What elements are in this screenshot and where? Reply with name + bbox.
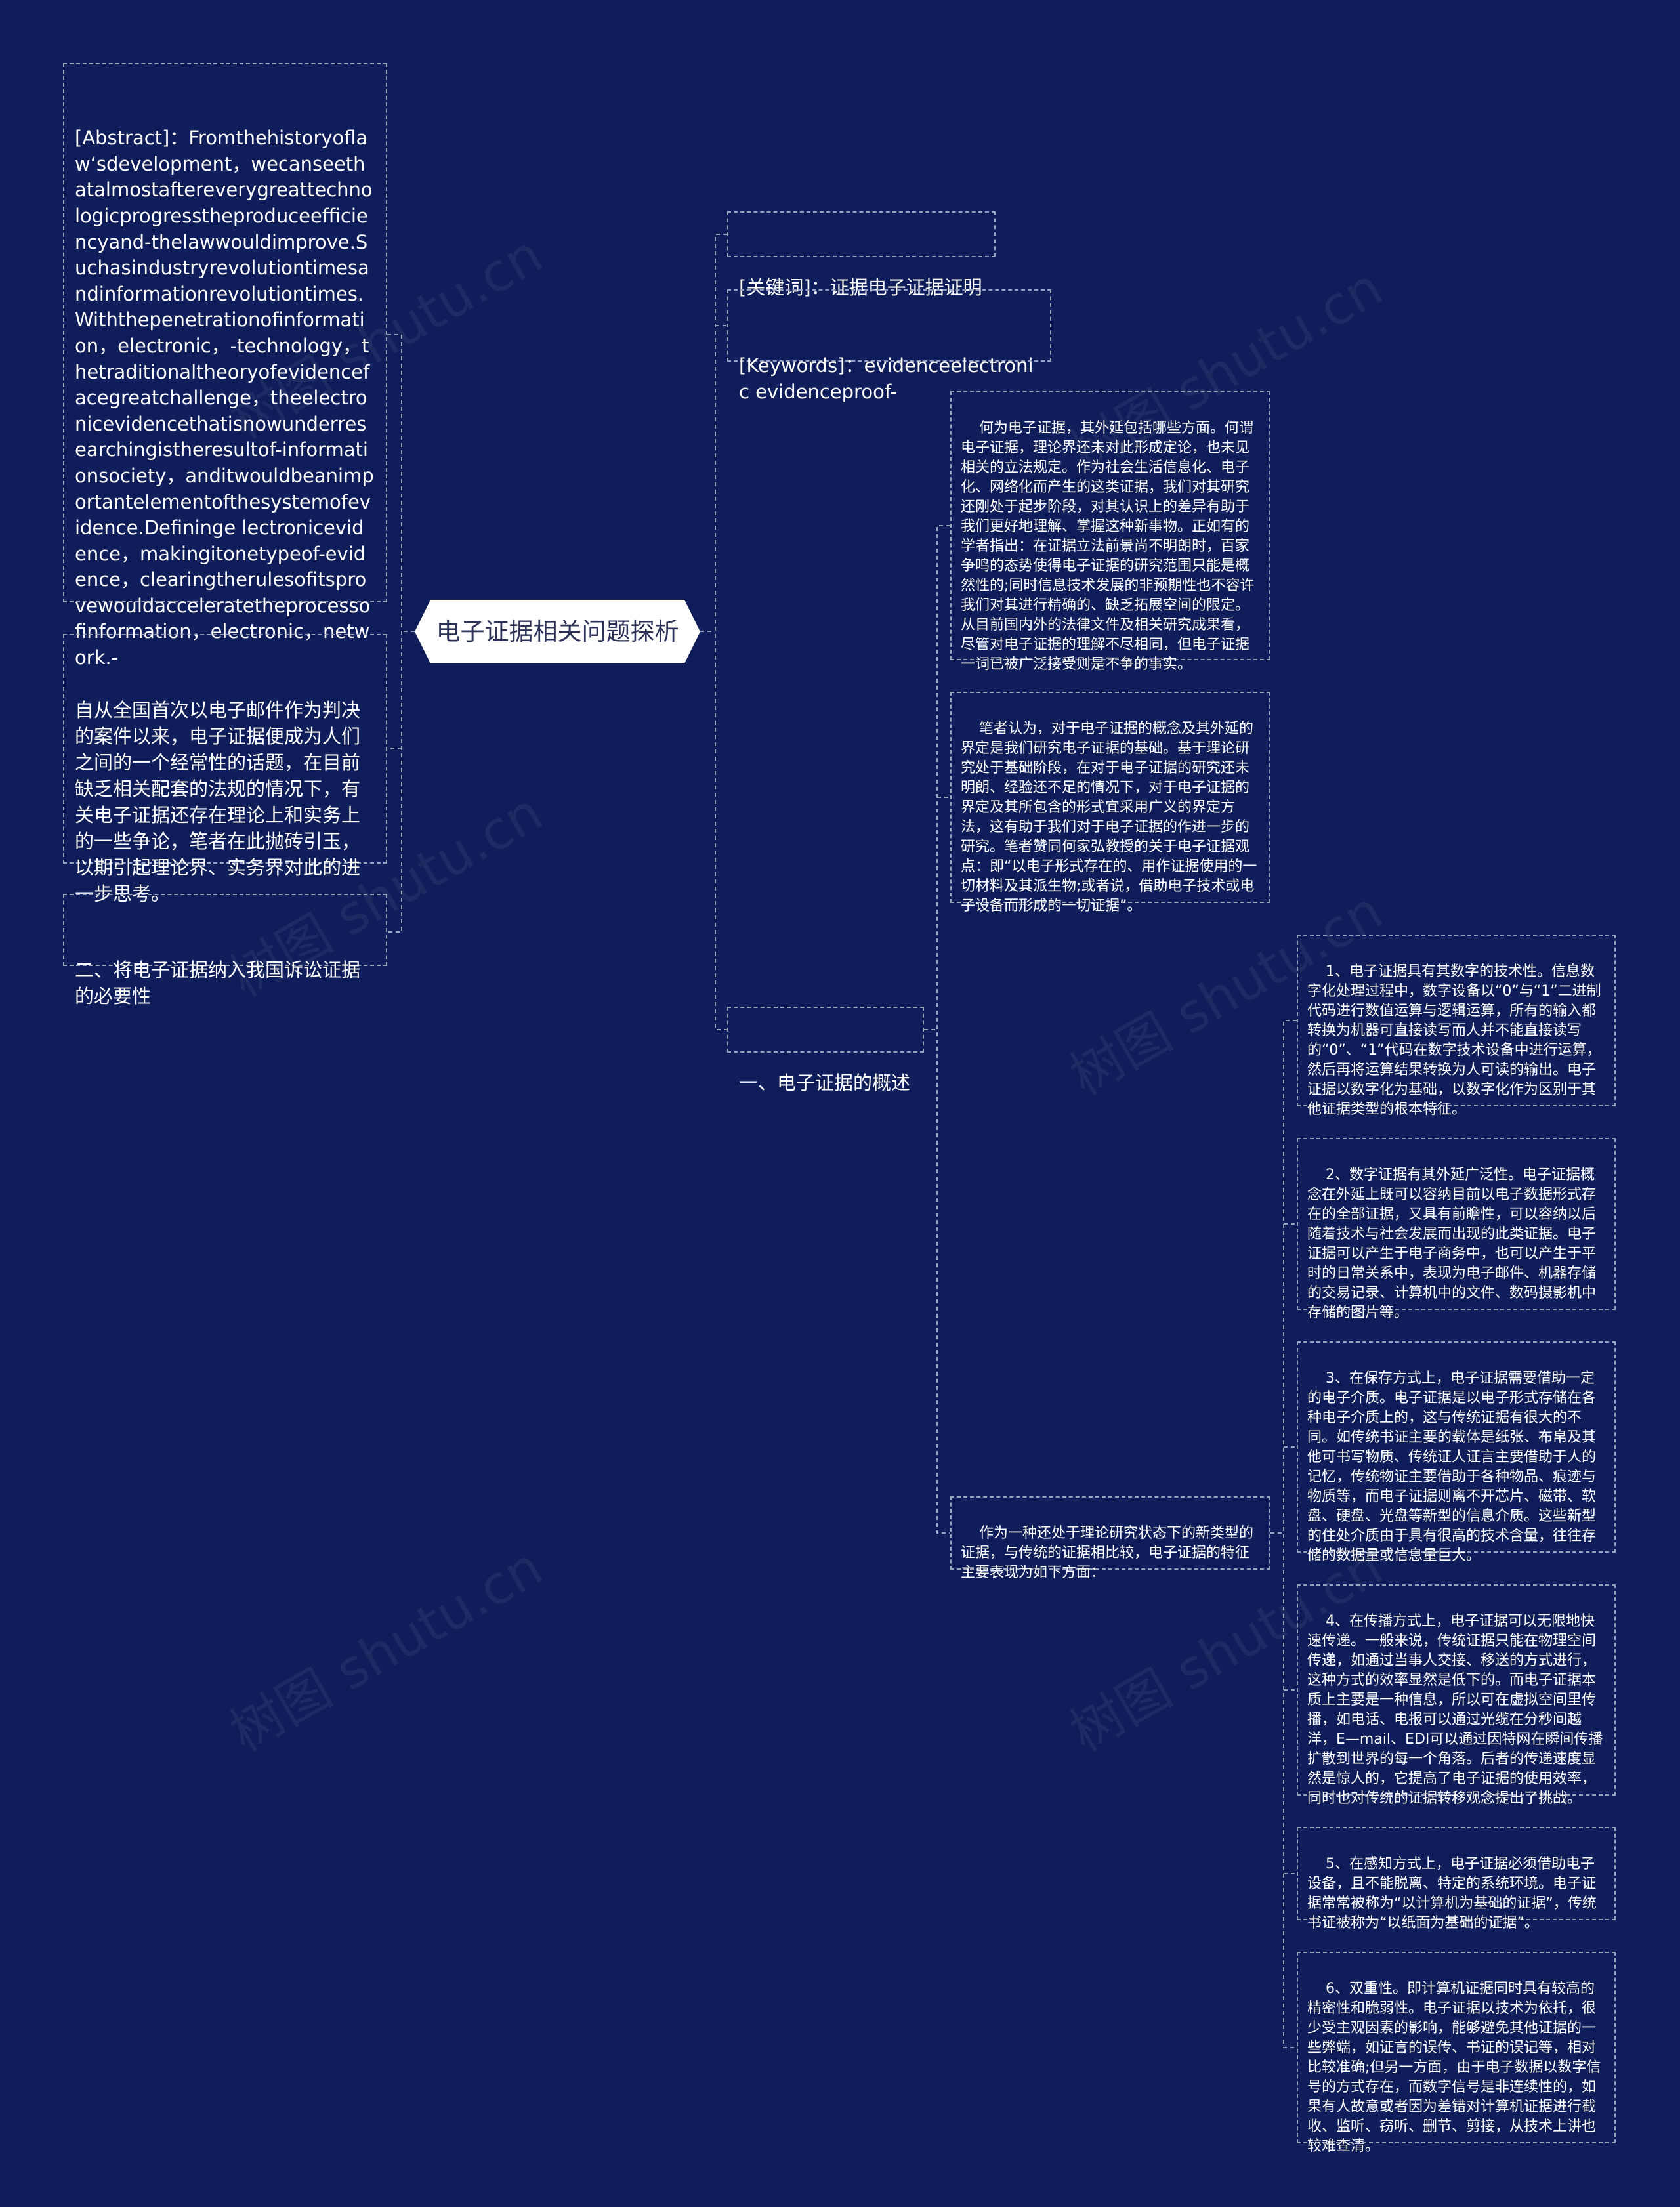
features-node[interactable]: 作为一种还处于理论研究状态下的新类型的证据，与传统的证据相比较，电子证据的特征主… [950,1496,1270,1581]
root-topic[interactable]: 电子证据相关问题探析 [415,600,700,663]
feature-item-4[interactable]: 4、在传播方式上，电子证据可以无限地快速传递。一般来说，传统证据只能在物理空间传… [1297,1584,1616,1807]
connector-features-trunk [1283,1020,1297,2048]
feature-item-1[interactable]: 1、电子证据具有其数字的技术性。信息数字化处理过程中，数字设备以“0”与“1”二… [1297,935,1616,1118]
intro-node[interactable]: 自从全国首次以电子邮件作为判决的案件以来，电子证据便成为人们之间的一个经常性的话… [63,634,387,905]
section1-text: 一、电子证据的概述 [739,1072,911,1094]
feature-item-3[interactable]: 3、在保存方式上，电子证据需要借助一定的电子介质。电子证据是以电子形式存储在各种… [1297,1341,1616,1564]
feature-item-6[interactable]: 6、双重性。即计算机证据同时具有较高的精密性和脆弱性。电子证据以技术为依托，很少… [1297,1952,1616,2154]
keywords-cn-text: [关键词]：证据电子证据证明 [739,276,982,299]
author-view-text: 笔者认为，对于电子证据的概念及其外延的界定是我们研究电子证据的基础。基于理论研究… [961,721,1257,914]
feature-item-5[interactable]: 5、在感知方式上，电子证据必须借助电子设备，且不能脱离、特定的系统环境。电子证据… [1297,1827,1616,1931]
connector-section1-trunk [936,525,950,1534]
features-text: 作为一种还处于理论研究状态下的新类型的证据，与传统的证据相比较，电子证据的特征主… [961,1525,1253,1581]
section2-node[interactable]: 二、将电子证据纳入我国诉讼证据的必要性 [63,894,387,1007]
connector-right-trunk [715,234,727,1030]
keywords-cn-node[interactable]: [关键词]：证据电子证据证明 [727,211,996,299]
author-view-node[interactable]: 笔者认为，对于电子证据的概念及其外延的界定是我们研究电子证据的基础。基于理论研究… [950,692,1270,914]
feature-item-6-text: 6、双重性。即计算机证据同时具有较高的精密性和脆弱性。电子证据以技术为依托，很少… [1307,1981,1601,2154]
definition-text: 何为电子证据，其外延包括哪些方面。何谓电子证据，理论界还未对此形成定论，也未见相… [961,420,1255,673]
intro-text: 自从全国首次以电子邮件作为判决的案件以来，电子证据便成为人们之间的一个经常性的话… [75,699,361,905]
feature-item-5-text: 5、在感知方式上，电子证据必须借助电子设备，且不能脱离、特定的系统环境。电子证据… [1307,1856,1597,1931]
abstract-node[interactable]: [Abstract]：Fromthehistoryoflaw‘sdevelopm… [63,63,387,669]
feature-item-1-text: 1、电子证据具有其数字的技术性。信息数字化处理过程中，数字设备以“0”与“1”二… [1307,963,1601,1118]
keywords-en-node[interactable]: [Keywords]：evidenceelectronic evidencepr… [727,289,1051,403]
feature-item-2[interactable]: 2、数字证据有其外延广泛性。电子证据概念在外延上既可以容纳目前以电子数据形式存在… [1297,1138,1616,1321]
section1-node[interactable]: 一、电子证据的概述 [727,1007,924,1094]
abstract-text: [Abstract]：Fromthehistoryoflaw‘sdevelopm… [75,127,374,669]
feature-item-4-text: 4、在传播方式上，电子证据可以无限地快速传递。一般来说，传统证据只能在物理空间传… [1307,1613,1603,1807]
definition-node[interactable]: 何为电子证据，其外延包括哪些方面。何谓电子证据，理论界还未对此形成定论，也未见相… [950,391,1270,673]
keywords-en-text: [Keywords]：evidenceelectronic evidencepr… [739,354,1034,403]
section2-text: 二、将电子证据纳入我国诉讼证据的必要性 [75,959,361,1007]
feature-item-3-text: 3、在保存方式上，电子证据需要借助一定的电子介质。电子证据是以电子形式存储在各种… [1307,1370,1597,1564]
connector-left-trunk [387,334,402,933]
feature-item-2-text: 2、数字证据有其外延广泛性。电子证据概念在外延上既可以容纳目前以电子数据形式存在… [1307,1167,1597,1321]
